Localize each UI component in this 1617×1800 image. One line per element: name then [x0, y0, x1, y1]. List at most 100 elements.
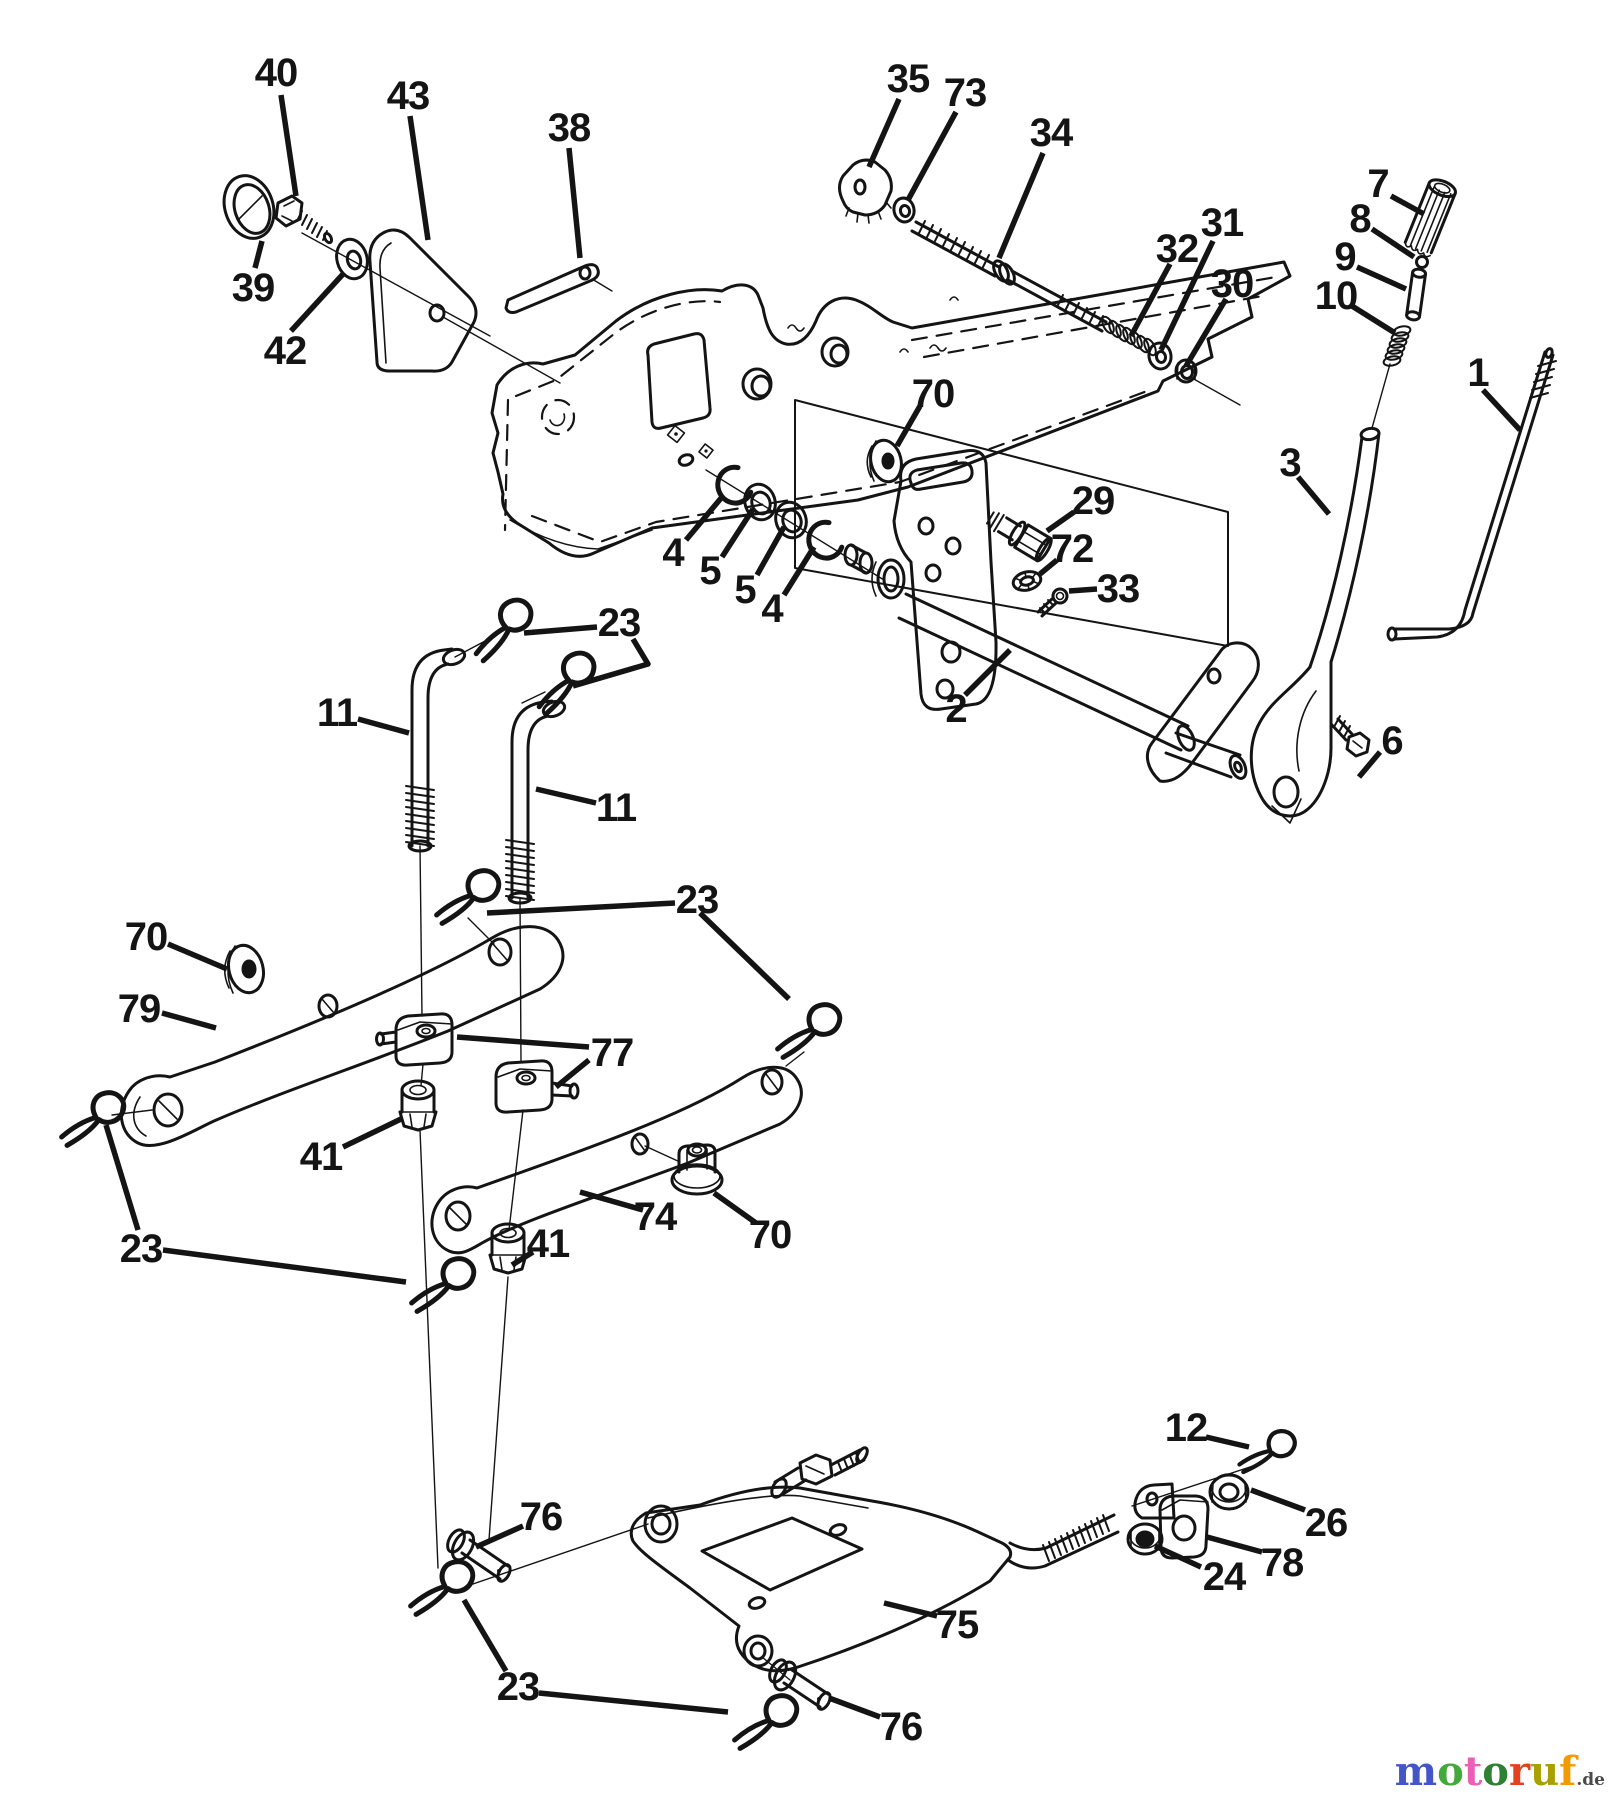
leader-26: [1250, 1487, 1306, 1513]
callout-41: 41: [300, 1135, 343, 1179]
lift-rod-34: [910, 220, 1108, 333]
clip-23-f: [411, 1256, 475, 1316]
leader-11: [535, 786, 597, 806]
leader-79: [161, 1010, 217, 1031]
leader-78: [1206, 1534, 1263, 1555]
clip-12: [1238, 1425, 1296, 1480]
callout-41: 41: [527, 1222, 570, 1266]
leader-41: [510, 1249, 535, 1268]
trunnion-78: [1158, 1494, 1210, 1560]
leader-73: [905, 110, 959, 202]
callout-10: 10: [1315, 274, 1358, 318]
leader-23: [572, 637, 651, 689]
nut-41b: [488, 1222, 528, 1275]
spring-10: [1382, 325, 1412, 367]
washer-73: [892, 196, 916, 224]
callout-43: 43: [387, 74, 430, 118]
spring-31: [1101, 315, 1157, 357]
leader-1: [1480, 388, 1523, 432]
clip-23-e: [61, 1090, 125, 1150]
clip-23-d: [777, 1002, 841, 1062]
screw-33: [1036, 587, 1069, 618]
watermark-letter: t: [1463, 1748, 1483, 1795]
leader-2: [963, 648, 1012, 697]
lift-arm-79: [119, 925, 565, 1147]
callout-70: 70: [912, 372, 955, 416]
leader-42: [288, 271, 347, 333]
leader-32: [1128, 262, 1173, 338]
callout-4: 4: [662, 531, 685, 575]
leader-77: [554, 1057, 591, 1090]
callout-42: 42: [264, 329, 307, 373]
leader-23: [103, 1124, 141, 1231]
watermark-letter: o: [1482, 1748, 1509, 1795]
diagram-linework: [61, 158, 1557, 1752]
leader-3: [1295, 475, 1332, 516]
grip-7: [1403, 178, 1457, 258]
leader-31: [1158, 239, 1216, 352]
callout-8: 8: [1349, 197, 1371, 241]
bushing: [843, 543, 874, 575]
leader-7: [1389, 193, 1426, 217]
detail-box: [794, 399, 1229, 647]
callout-70: 70: [749, 1213, 792, 1257]
pin-9: [1405, 267, 1428, 322]
callout-30: 30: [1211, 262, 1254, 306]
clevis-pin-76b: [768, 1658, 832, 1711]
watermark-letter: f: [1559, 1748, 1577, 1795]
washer-5b: [774, 500, 808, 540]
callout-1: 1: [1467, 351, 1489, 395]
washer-72: [1011, 570, 1043, 592]
leader-23: [538, 1690, 729, 1715]
leader-40: [278, 94, 299, 197]
callout-38: 38: [548, 106, 591, 150]
alignment-lines: [111, 232, 1391, 1681]
leader-70: [166, 941, 229, 972]
pivot-bracket: [871, 449, 998, 711]
callout-76: 76: [880, 1705, 923, 1749]
deck-pin-assembly: [770, 1446, 869, 1499]
callout-5: 5: [699, 549, 721, 593]
callout-24: 24: [1203, 1555, 1247, 1599]
callout-23: 23: [120, 1227, 163, 1271]
washer-5a: [743, 482, 777, 522]
leader-9: [1355, 264, 1408, 292]
callout-11: 11: [596, 786, 637, 830]
callout-3: 3: [1279, 441, 1300, 485]
callout-77: 77: [591, 1031, 634, 1075]
leader-33: [1068, 586, 1098, 594]
clip-23-a: [470, 598, 537, 661]
sector-plate-43: [368, 228, 478, 373]
callout-29: 29: [1072, 479, 1115, 523]
washer-42: [335, 237, 369, 281]
link-tab: [1133, 1482, 1176, 1520]
callout-26: 26: [1305, 1501, 1348, 1545]
callout-11: 11: [317, 691, 358, 735]
dash-panel: [490, 260, 1292, 558]
leader-4: [781, 545, 817, 597]
callout-6: 6: [1381, 719, 1402, 763]
leader-75: [883, 1600, 938, 1619]
leader-lines: [103, 94, 1523, 1720]
leader-23: [486, 900, 676, 916]
watermark-letter: u: [1530, 1748, 1560, 1795]
washer-32: [1147, 341, 1173, 371]
leader-23: [162, 1247, 407, 1285]
leader-11: [357, 716, 410, 736]
leader-74: [579, 1189, 644, 1213]
leader-38: [566, 147, 583, 259]
bolt-40: [274, 194, 334, 245]
callout-78: 78: [1261, 1541, 1304, 1585]
nut-41a: [398, 1079, 438, 1132]
callout-40: 40: [255, 51, 298, 95]
leader-24: [1153, 1543, 1203, 1570]
knob-39: [222, 174, 276, 240]
leader-4: [683, 495, 725, 542]
ball-8: [1415, 255, 1429, 269]
leader-41: [341, 1116, 403, 1150]
callout-35: 35: [887, 57, 930, 101]
leader-8: [1370, 226, 1416, 260]
